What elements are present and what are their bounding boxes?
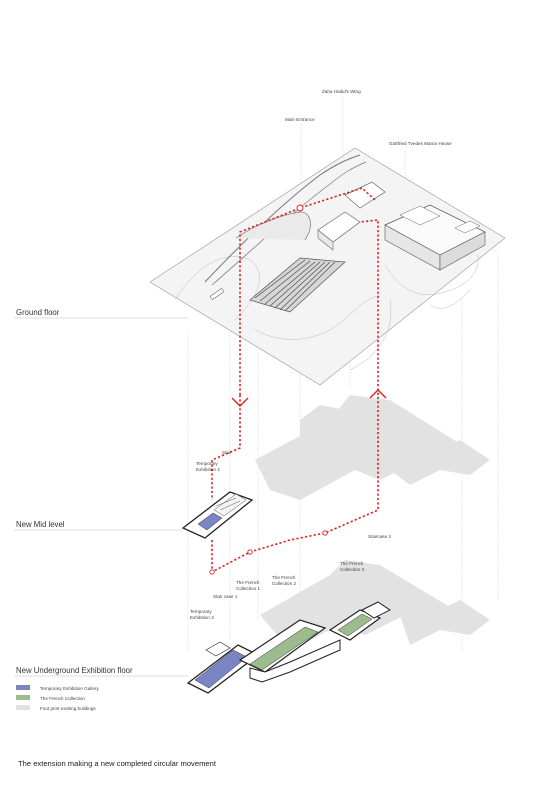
label-french-collection-3-b: Collection 3 — [340, 567, 364, 572]
label-french-collection-2-b: Collection 2 — [272, 581, 296, 586]
label-zaha-hadids-wing: Zaha Hadid's Wing — [322, 89, 361, 94]
caption: The extension making a new completed cir… — [18, 759, 217, 768]
mid-level-plate — [181, 491, 254, 539]
legend-swatch-french — [16, 695, 30, 700]
legend-swatch-temporary — [16, 685, 30, 690]
label-underground: New Underground Exhibition floor — [16, 666, 133, 675]
ground-floor-plane — [149, 147, 506, 386]
underground-floor — [186, 601, 391, 694]
label-main-entrance: Main Entrance — [285, 117, 315, 122]
label-staircase-1: Stair case 1 — [213, 594, 238, 599]
label-ground-floor: Ground floor — [16, 308, 60, 317]
label-french-collection-3-a: The French — [340, 561, 364, 566]
label-temporary-exhibition-3-b: Exhibition 3 — [190, 615, 214, 620]
label-temporary-exhibition-3-a: Temporary — [190, 609, 212, 614]
leader-lines — [14, 317, 188, 677]
legend-label-temporary: Temporary Exhibition Gallery — [40, 686, 99, 691]
legend: Temporary Exhibition Gallery The French … — [16, 685, 99, 711]
label-mid-level: New Mid level — [16, 520, 65, 529]
label-french-collection-2-a: The French — [272, 575, 296, 580]
legend-swatch-footprint — [16, 705, 30, 710]
legend-label-footprint: Foot print existing buildings — [40, 706, 96, 711]
route-waypoints — [209, 204, 328, 575]
footprint-shadow-mid — [255, 395, 490, 500]
label-french-collection-1-b: Collection 1 — [236, 586, 260, 591]
label-staircase: Stair — [222, 450, 232, 455]
label-temporary-exhibition-2-b: Exhibition 2 — [196, 467, 220, 472]
label-french-collection-1-a: The French — [236, 580, 260, 585]
route-arrows — [231, 389, 387, 407]
label-temporary-exhibition-2-a: Temporary — [196, 461, 218, 466]
label-gottfried-manor: Gottfried Tvedes Manor House — [389, 141, 452, 146]
legend-label-french: The French Collection — [40, 696, 85, 701]
label-staircase-2: Staircase 2 — [368, 534, 391, 539]
